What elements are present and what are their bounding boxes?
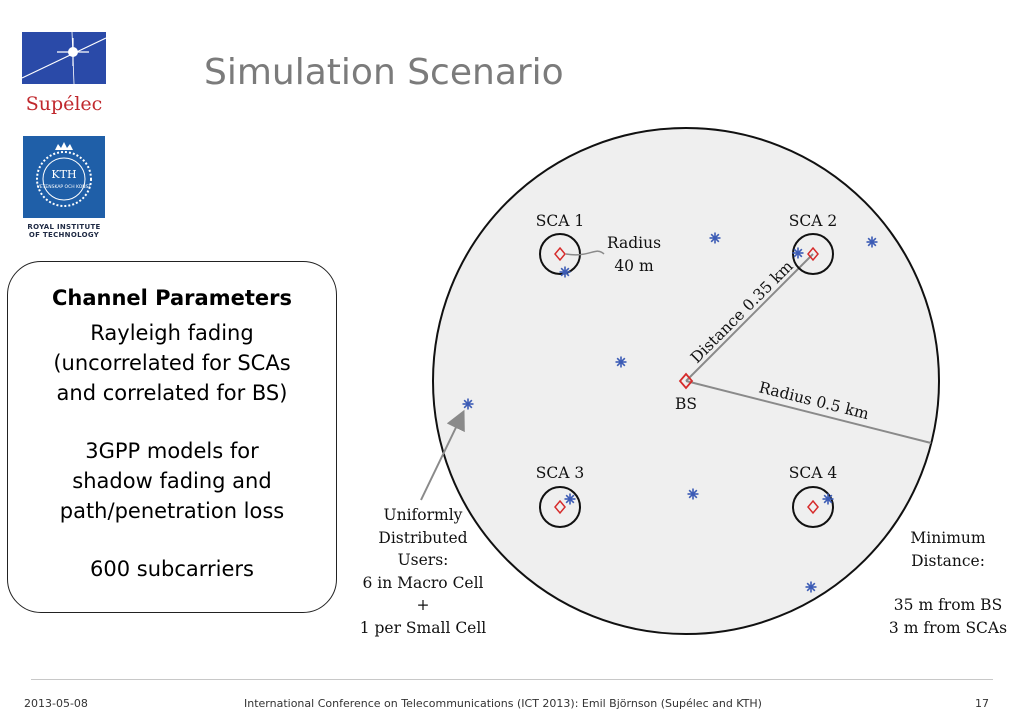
radius-label: Radius 0.5 km <box>757 378 871 423</box>
radius-line <box>685 380 932 444</box>
param-line: 600 subcarriers <box>90 557 254 581</box>
users-group <box>462 232 878 593</box>
sca-cell <box>792 486 834 528</box>
sca-label: SCA 2 <box>789 212 837 230</box>
kth-motto: VETENSKAP OCH KONST <box>37 184 92 190</box>
min-distance-line: Distance: <box>911 551 985 570</box>
kth-logo: KTH VETENSKAP OCH KONST <box>23 136 105 218</box>
user-marker <box>792 247 804 259</box>
kth-caption: ROYAL INSTITUTE OF TECHNOLOGY <box>16 223 112 239</box>
user-marker <box>805 581 817 593</box>
users-note-line: 1 per Small Cell <box>359 618 487 637</box>
users-arrow <box>420 409 465 501</box>
param-line: shadow fading and <box>72 469 272 493</box>
param-line: and correlated for BS) <box>56 381 288 405</box>
minimum-distance-note: Minimum Distance: 35 m from BS 3 m from … <box>880 527 1016 639</box>
sca-cell <box>792 233 834 275</box>
user-marker <box>822 493 834 505</box>
param-line: Rayleigh fading <box>90 321 254 345</box>
users-note-line: Distributed <box>378 528 468 547</box>
user-marker <box>709 232 721 244</box>
users-note-line: 6 in Macro Cell <box>362 573 484 592</box>
sca-label: SCA 3 <box>536 464 584 482</box>
footer-conference: International Conference on Telecommunic… <box>244 697 762 710</box>
param-line: (uncorrelated for SCAs <box>53 351 291 375</box>
min-distance-line: 35 m from BS <box>893 596 1003 614</box>
page-title: Simulation Scenario <box>204 52 564 93</box>
sca-antenna-marker <box>554 246 566 262</box>
channel-parameters-body: Rayleigh fading (uncorrelated for SCAs a… <box>8 318 336 584</box>
footer-divider <box>31 679 993 680</box>
min-distance-line: Minimum <box>910 529 986 547</box>
sca-label: SCA 4 <box>789 464 838 482</box>
distance-line <box>685 253 814 382</box>
sca-radius-label-line-2: 40 m <box>614 257 654 275</box>
users-note-line: + <box>416 596 430 614</box>
param-line: 3GPP models for <box>85 439 259 463</box>
users-note: Uniformly Distributed Users: 6 in Macro … <box>352 504 494 639</box>
min-distance-line: 3 m from SCAs <box>888 618 1008 637</box>
kth-wordmark: KTH <box>51 168 76 181</box>
bs-label: BS <box>675 395 697 413</box>
sca-radius-callout-line <box>565 250 605 256</box>
sca-antenna-marker <box>807 246 819 262</box>
sca-radius-label-line-1: Radius <box>607 234 661 252</box>
sca-antenna-marker <box>554 499 566 515</box>
sca-antenna-marker <box>807 499 819 515</box>
user-marker <box>687 488 699 500</box>
distance-label: Distance 0.35 km <box>687 257 797 367</box>
page-number: 17 <box>975 697 989 710</box>
users-note-line: Uniformly <box>383 506 463 524</box>
kth-caption-line-1: ROYAL INSTITUTE <box>27 223 101 231</box>
kth-caption-line-2: OF TECHNOLOGY <box>28 231 100 239</box>
user-marker <box>564 493 576 505</box>
user-marker <box>559 266 571 278</box>
sca-cell <box>539 486 581 528</box>
users-note-line: Users: <box>397 551 449 569</box>
user-marker <box>866 236 878 248</box>
channel-parameters-box: Channel Parameters Rayleigh fading (unco… <box>7 261 337 613</box>
user-marker <box>615 356 627 368</box>
supelec-logo: Supélec <box>21 31 107 118</box>
param-line: path/penetration loss <box>59 499 285 523</box>
channel-parameters-heading: Channel Parameters <box>52 286 292 310</box>
sca-cell <box>539 233 581 275</box>
footer-date: 2013-05-08 <box>24 697 88 710</box>
bs-marker <box>678 372 694 390</box>
user-marker <box>462 398 474 410</box>
macro-cell <box>432 127 940 635</box>
sca-label: SCA 1 <box>536 212 584 230</box>
supelec-wordmark: Supélec <box>26 93 103 115</box>
